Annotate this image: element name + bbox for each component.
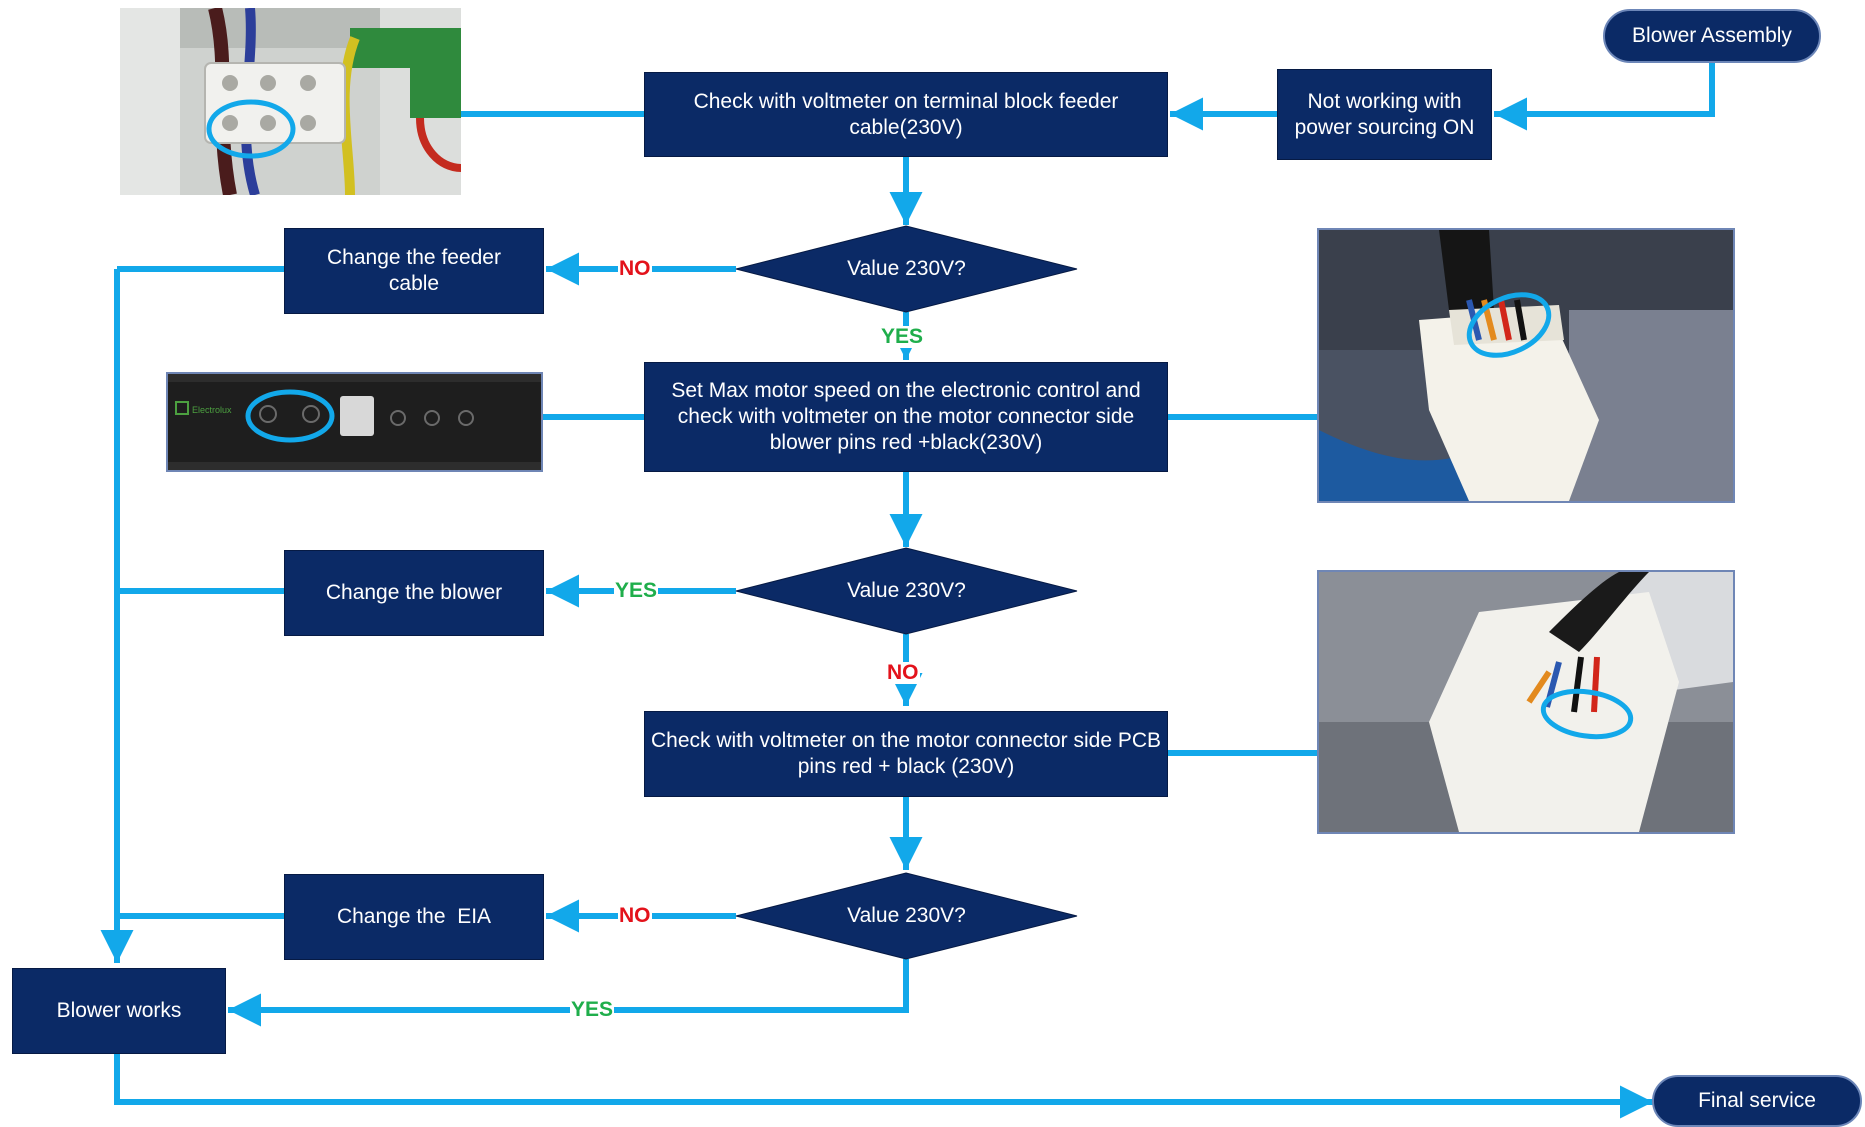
label-d3-yes: YES <box>570 998 615 1021</box>
photo-control-panel: Electrolux <box>166 372 543 472</box>
decision-d2-text: Value 230V? <box>847 579 966 602</box>
edge-start-to-not-working <box>1494 62 1715 131</box>
brand-text: Electrolux <box>192 405 232 415</box>
end-final-service: Final service <box>1652 1075 1862 1127</box>
decision-d3-text: Value 230V? <box>847 904 966 927</box>
label-d1-yes: YES <box>880 325 925 348</box>
photo-pcb-connector <box>1317 570 1735 834</box>
label-d1-no: NO <box>618 257 652 280</box>
decision-d1-text: Value 230V? <box>847 257 966 280</box>
step-blower-works: Blower works <box>12 968 226 1054</box>
label-d2-no: NO <box>886 661 920 684</box>
step-change-feeder: Change the feeder cable <box>284 228 544 314</box>
label-d3-no: NO <box>618 904 652 927</box>
step-not-working: Not working with power sourcing ON <box>1277 69 1492 160</box>
step-check-pcb: Check with voltmeter on the motor connec… <box>644 711 1168 797</box>
edge-d3-yes <box>228 959 909 1027</box>
label-d2-yes: YES <box>614 579 659 602</box>
step-set-max-speed: Set Max motor speed on the electronic co… <box>644 362 1168 472</box>
start-blower-assembly: Blower Assembly <box>1603 9 1821 63</box>
step-check-feeder: Check with voltmeter on terminal block f… <box>644 72 1168 157</box>
decision-d2-shape <box>735 547 1078 635</box>
photo-blower-connector <box>1317 228 1735 503</box>
decision-d1-shape <box>735 225 1078 313</box>
photo-terminal-block <box>120 8 461 195</box>
step-change-eia: Change the EIA <box>284 874 544 960</box>
decision-d3-shape <box>735 872 1078 960</box>
step-change-blower: Change the blower <box>284 550 544 636</box>
edge-works-to-final <box>114 1052 1653 1119</box>
